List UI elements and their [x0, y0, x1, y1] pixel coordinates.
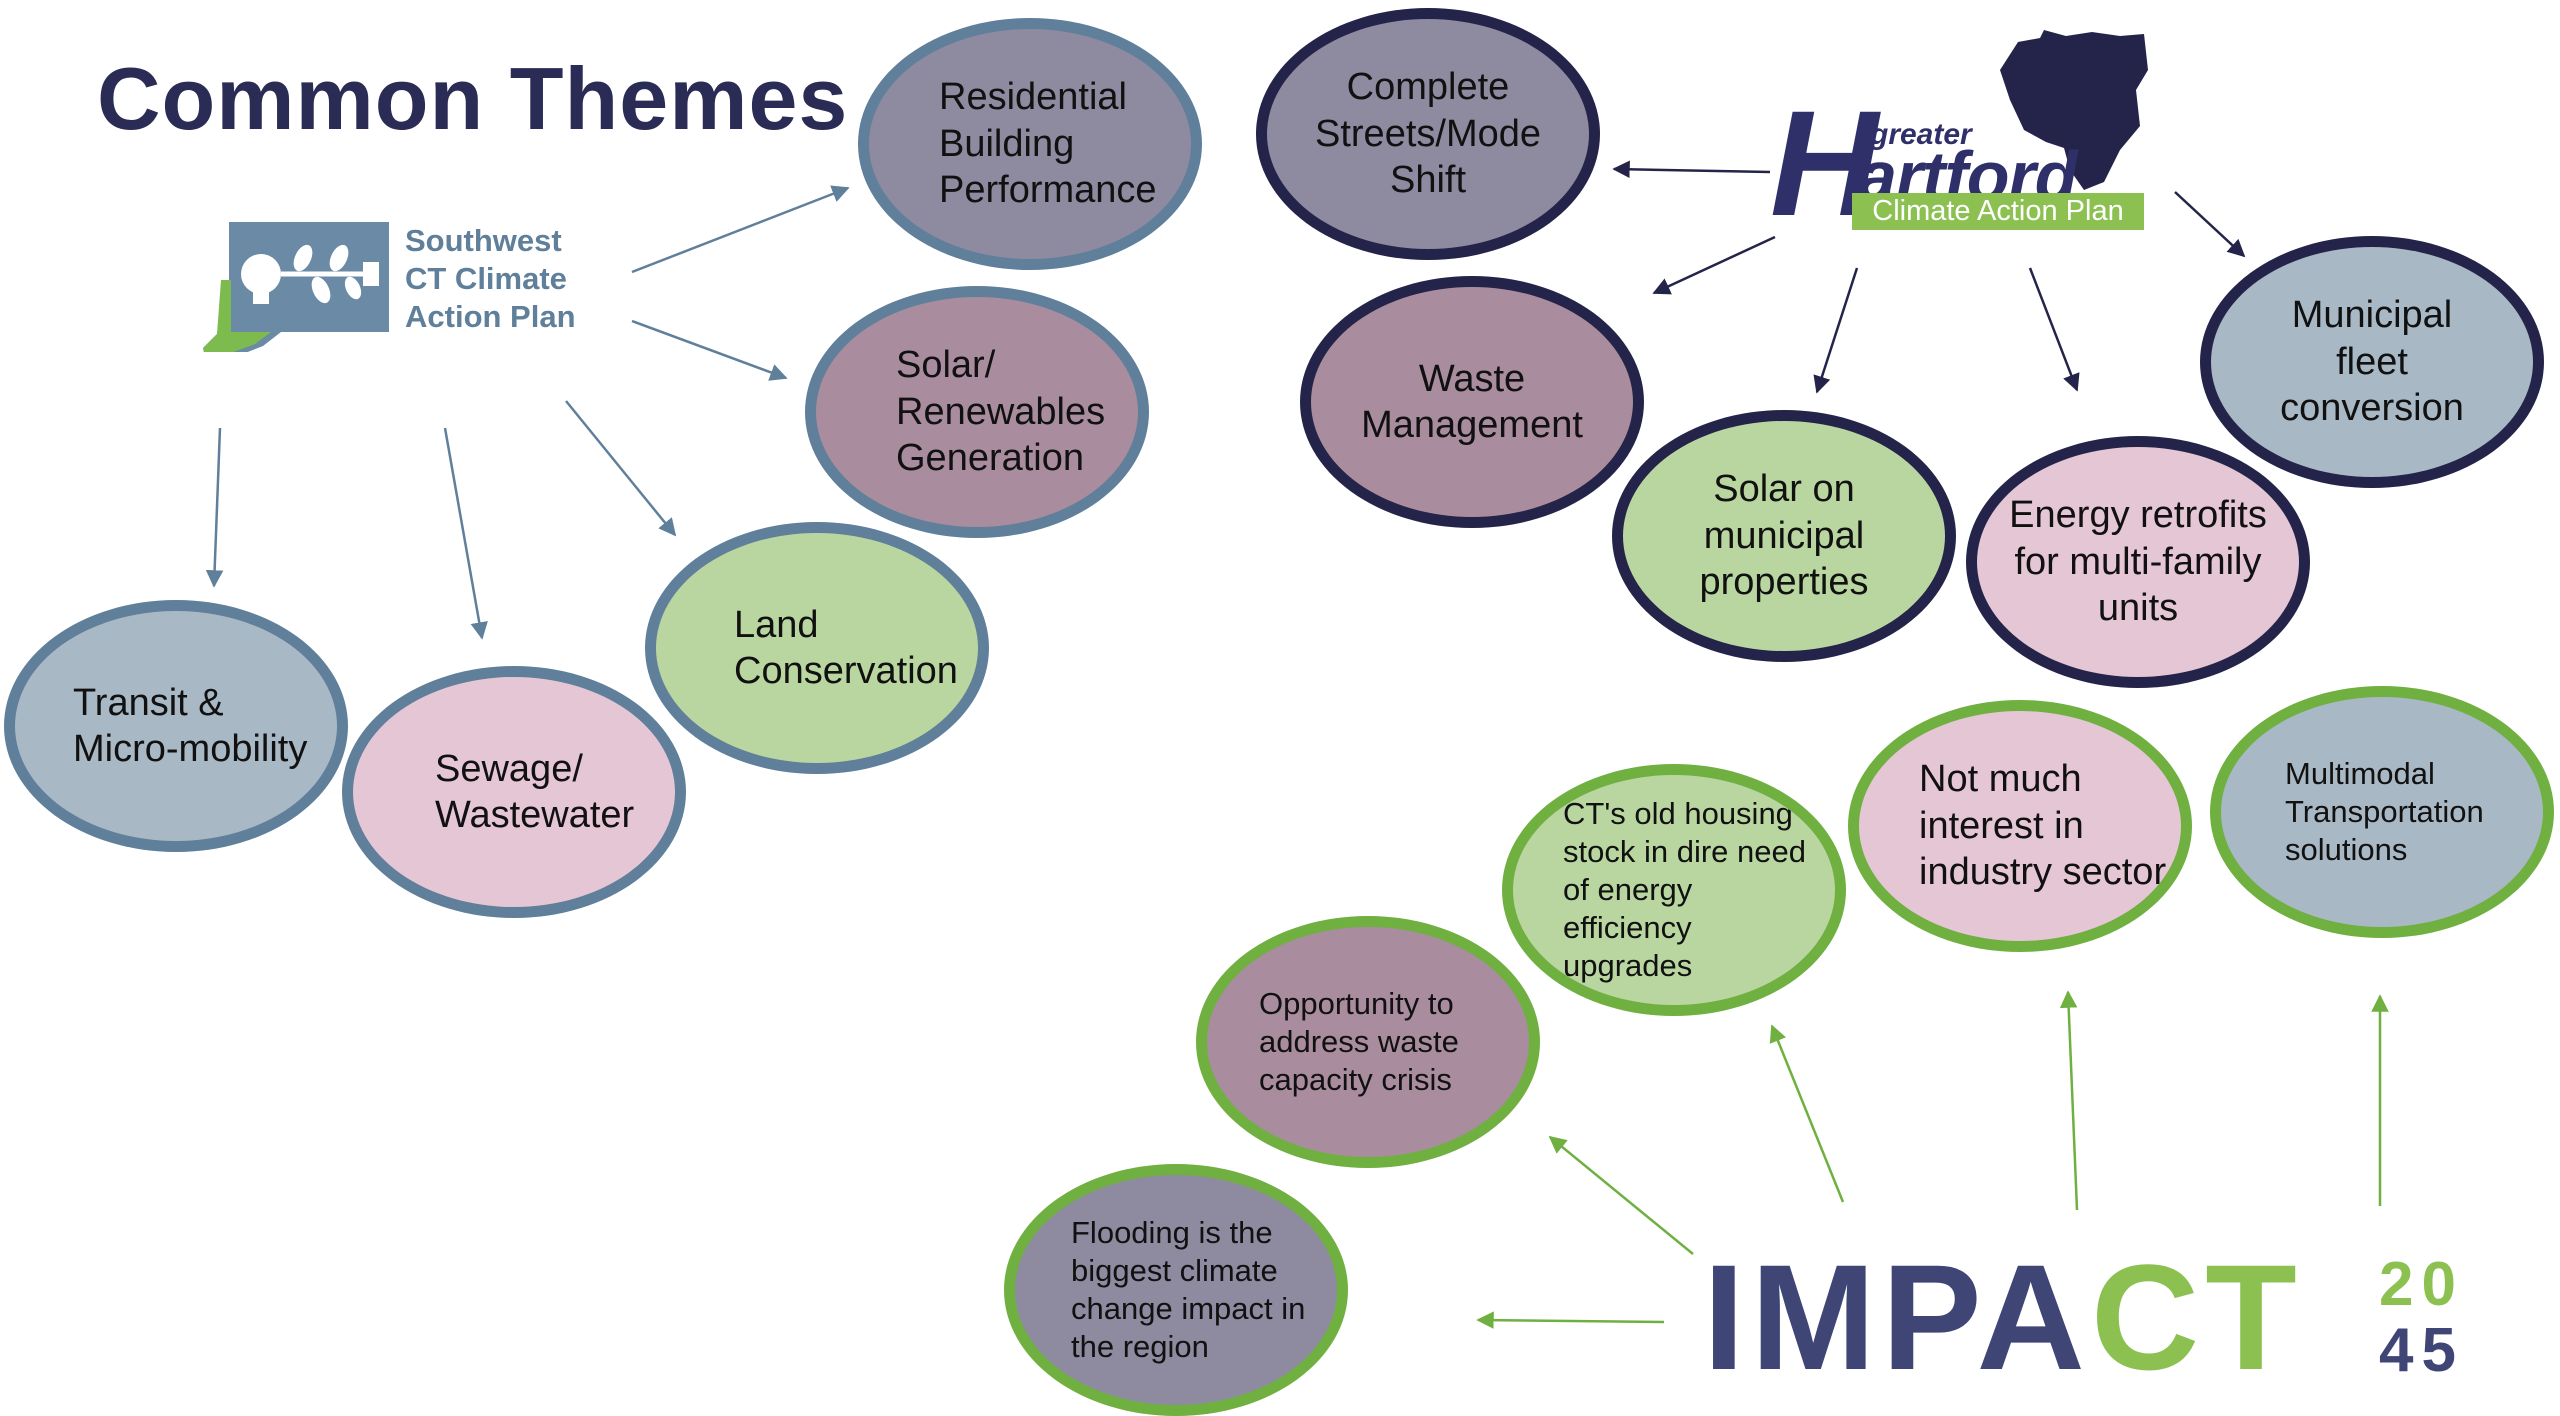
bubble-land-conservation: Land Conservation: [645, 522, 989, 774]
arrow-sw-residential: [631, 185, 850, 274]
bubble-label: Solar/ Renewables Generation: [896, 344, 1106, 480]
southwest-logo-text: Southwest CT Climate Action Plan: [405, 223, 576, 334]
bubble-residential-building: Residential Building Performance: [858, 18, 1202, 270]
arrow-gh-fleet: [2174, 191, 2246, 258]
bubble-label: Sewage/ Wastewater: [435, 747, 635, 836]
hartford-logo-prefix: greater: [1870, 118, 1972, 151]
bubble-label: Waste Management: [1361, 357, 1583, 446]
bubble-housing-stock: CT's old housing stock in dire need of e…: [1502, 764, 1846, 1016]
arrow-sw-land: [565, 400, 677, 537]
bubble-label: CT's old housing stock in dire need of e…: [1563, 796, 1806, 983]
bubble-flooding: Flooding is the biggest climate change i…: [1004, 1164, 1348, 1416]
hartford-logo-band: Climate Action Plan: [1852, 193, 2144, 230]
bubble-label: Not much interest in industry sector: [1919, 758, 2167, 894]
impact-word-a: IMPA: [1703, 1233, 2091, 1401]
bubble-label: Residential Building Performance: [939, 76, 1157, 212]
bubble-label: Energy retrofits for multi-family units: [2009, 494, 2267, 630]
arrow-gh-solar: [1813, 267, 1859, 394]
bubble-energy-retrofits: Energy retrofits for multi-family units: [1966, 436, 2310, 688]
impact-digits-bottom: 45: [2379, 1316, 2464, 1385]
impact-digits: 20 45: [2379, 1252, 2489, 1384]
bubble-label: Solar on municipal properties: [1699, 468, 1869, 604]
bubble-label: Flooding is the biggest climate change i…: [1071, 1215, 1306, 1364]
bubble-complete-streets: Complete Streets/Mode Shift: [1256, 8, 1600, 260]
arrow-gh-streets: [1612, 160, 1771, 179]
bubble-transit: Transit & Micro-mobility: [4, 600, 348, 852]
bubble-waste-management: Waste Management: [1300, 276, 1644, 528]
bubble-label: Transit & Micro-mobility: [73, 681, 308, 770]
page-title: Common Themes: [97, 49, 849, 148]
arrow-impact-housing: [1769, 1024, 1845, 1203]
bubble-fleet-conversion: Municipal fleet conversion: [2200, 236, 2544, 488]
arrow-sw-solar: [631, 319, 788, 381]
bubble-solar-municipal: Solar on municipal properties: [1612, 410, 1956, 662]
impact-digits-top: 20: [2379, 1250, 2464, 1319]
southwest-ct-logo: Southwest CT Climate Action Plan: [183, 222, 603, 382]
arrow-sw-sewage: [443, 427, 488, 640]
bubble-label: Opportunity to address waste capacity cr…: [1259, 986, 1459, 1097]
arrow-impact-industry: [2059, 990, 2079, 1211]
greater-hartford-logo: H greater artford Climate Action Plan: [1770, 30, 2150, 240]
bubble-waste-capacity: Opportunity to address waste capacity cr…: [1196, 916, 1540, 1168]
region-map-icon: [2000, 30, 2148, 190]
bubble-label: Complete Streets/Mode Shift: [1315, 66, 1541, 202]
bubble-label: Municipal fleet conversion: [2280, 294, 2464, 430]
arrow-impact-flooding: [1476, 1311, 1665, 1329]
impact-2045-logo: IMPACT 20 45: [1703, 1233, 2493, 1401]
arrow-impact-waste-crisis: [1548, 1135, 1694, 1255]
bubble-solar-renewables: Solar/ Renewables Generation: [805, 286, 1149, 538]
bubble-sewage: Sewage/ Wastewater: [342, 666, 686, 918]
connecticut-lightbulb-icon: [203, 222, 389, 352]
bubble-industry-interest: Not much interest in industry sector: [1848, 700, 2192, 952]
arrow-gh-retrofits: [2028, 267, 2080, 392]
bubble-multimodal: Multimodal Transportation solutions: [2210, 686, 2554, 938]
impact-word-b: CT: [2090, 1233, 2303, 1401]
arrow-sw-transit: [205, 427, 224, 588]
bubble-label: Land Conservation: [734, 603, 958, 692]
impact-wordmark: IMPACT: [1703, 1232, 2303, 1402]
bubble-label: Multimodal Transportation solutions: [2285, 756, 2484, 867]
arrow-gh-waste: [1652, 235, 1776, 295]
